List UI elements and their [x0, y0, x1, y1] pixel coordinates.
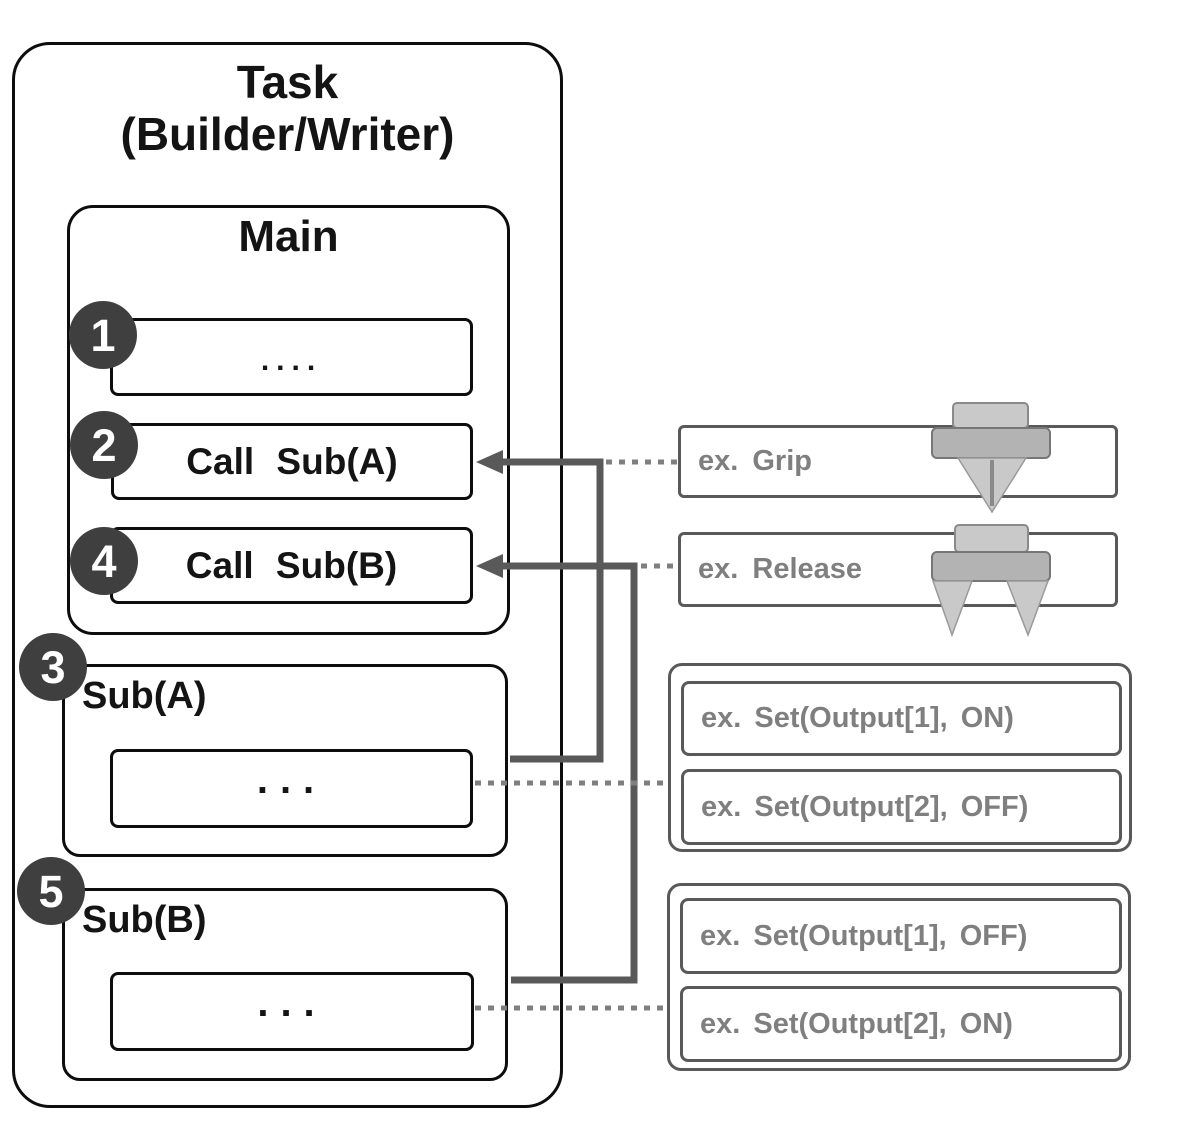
gripper-closed-icon: [931, 402, 1051, 514]
step-badge-5: 5: [17, 857, 85, 925]
task-title-line1: Task: [236, 56, 339, 108]
statement-box-call-sub-a: Call Sub(A): [111, 423, 473, 500]
sub-b-body-box: ...: [110, 972, 474, 1051]
call-sub-b-label: Call Sub(B): [185, 544, 398, 586]
example-set-output1-on-label: ex. Set(Output[1], ON): [701, 702, 1014, 734]
statement-box-call-sub-b: Call Sub(B): [110, 527, 473, 604]
example-grip-label: ex. Grip: [698, 445, 812, 477]
sub-a-title: Sub(A): [82, 675, 207, 717]
statement-dots-label: ....: [260, 344, 323, 377]
example-set-output2-off-box: ex. Set(Output[2], OFF): [681, 769, 1122, 845]
step-badge-3: 3: [19, 633, 87, 701]
task-title: Task (Builder/Writer): [12, 56, 563, 160]
main-title: Main: [238, 212, 339, 261]
example-set-output1-off-label: ex. Set(Output[1], OFF): [700, 919, 1028, 952]
task-title-line2: (Builder/Writer): [120, 108, 455, 160]
example-set-output2-off-label: ex. Set(Output[2], OFF): [701, 790, 1029, 823]
step-badge-3-number: 3: [40, 641, 66, 693]
example-release-label: ex. Release: [698, 553, 863, 585]
sub-b-title: Sub(B): [82, 899, 207, 941]
sub-a-body-box: ...: [110, 749, 473, 828]
step-badge-4-number: 4: [91, 535, 117, 587]
example-set-output1-on-box: ex. Set(Output[1], ON): [681, 681, 1122, 756]
example-grip-box: ex. Grip: [678, 425, 1118, 498]
sub-b-body-dots: ...: [257, 981, 327, 1025]
call-sub-a-label: Call Sub(A): [186, 440, 398, 482]
example-group-sub-b: ex. Set(Output[1], OFF) ex. Set(Output[2…: [667, 883, 1131, 1071]
step-badge-1-number: 1: [90, 309, 116, 361]
step-badge-2: 2: [70, 411, 138, 479]
statement-box-dots: ....: [110, 318, 473, 396]
example-set-output1-off-box: ex. Set(Output[1], OFF): [680, 898, 1122, 974]
step-badge-5-number: 5: [38, 865, 64, 917]
example-group-sub-a: ex. Set(Output[1], ON) ex. Set(Output[2]…: [668, 663, 1132, 852]
step-badge-4: 4: [70, 527, 138, 595]
example-set-output2-on-box: ex. Set(Output[2], ON): [680, 986, 1122, 1062]
sub-a-body-dots: ...: [256, 758, 327, 802]
gripper-open-icon: [931, 524, 1051, 638]
step-badge-2-number: 2: [91, 419, 117, 471]
step-badge-1: 1: [69, 301, 137, 369]
example-set-output2-on-label: ex. Set(Output[2], ON): [700, 1007, 1013, 1040]
